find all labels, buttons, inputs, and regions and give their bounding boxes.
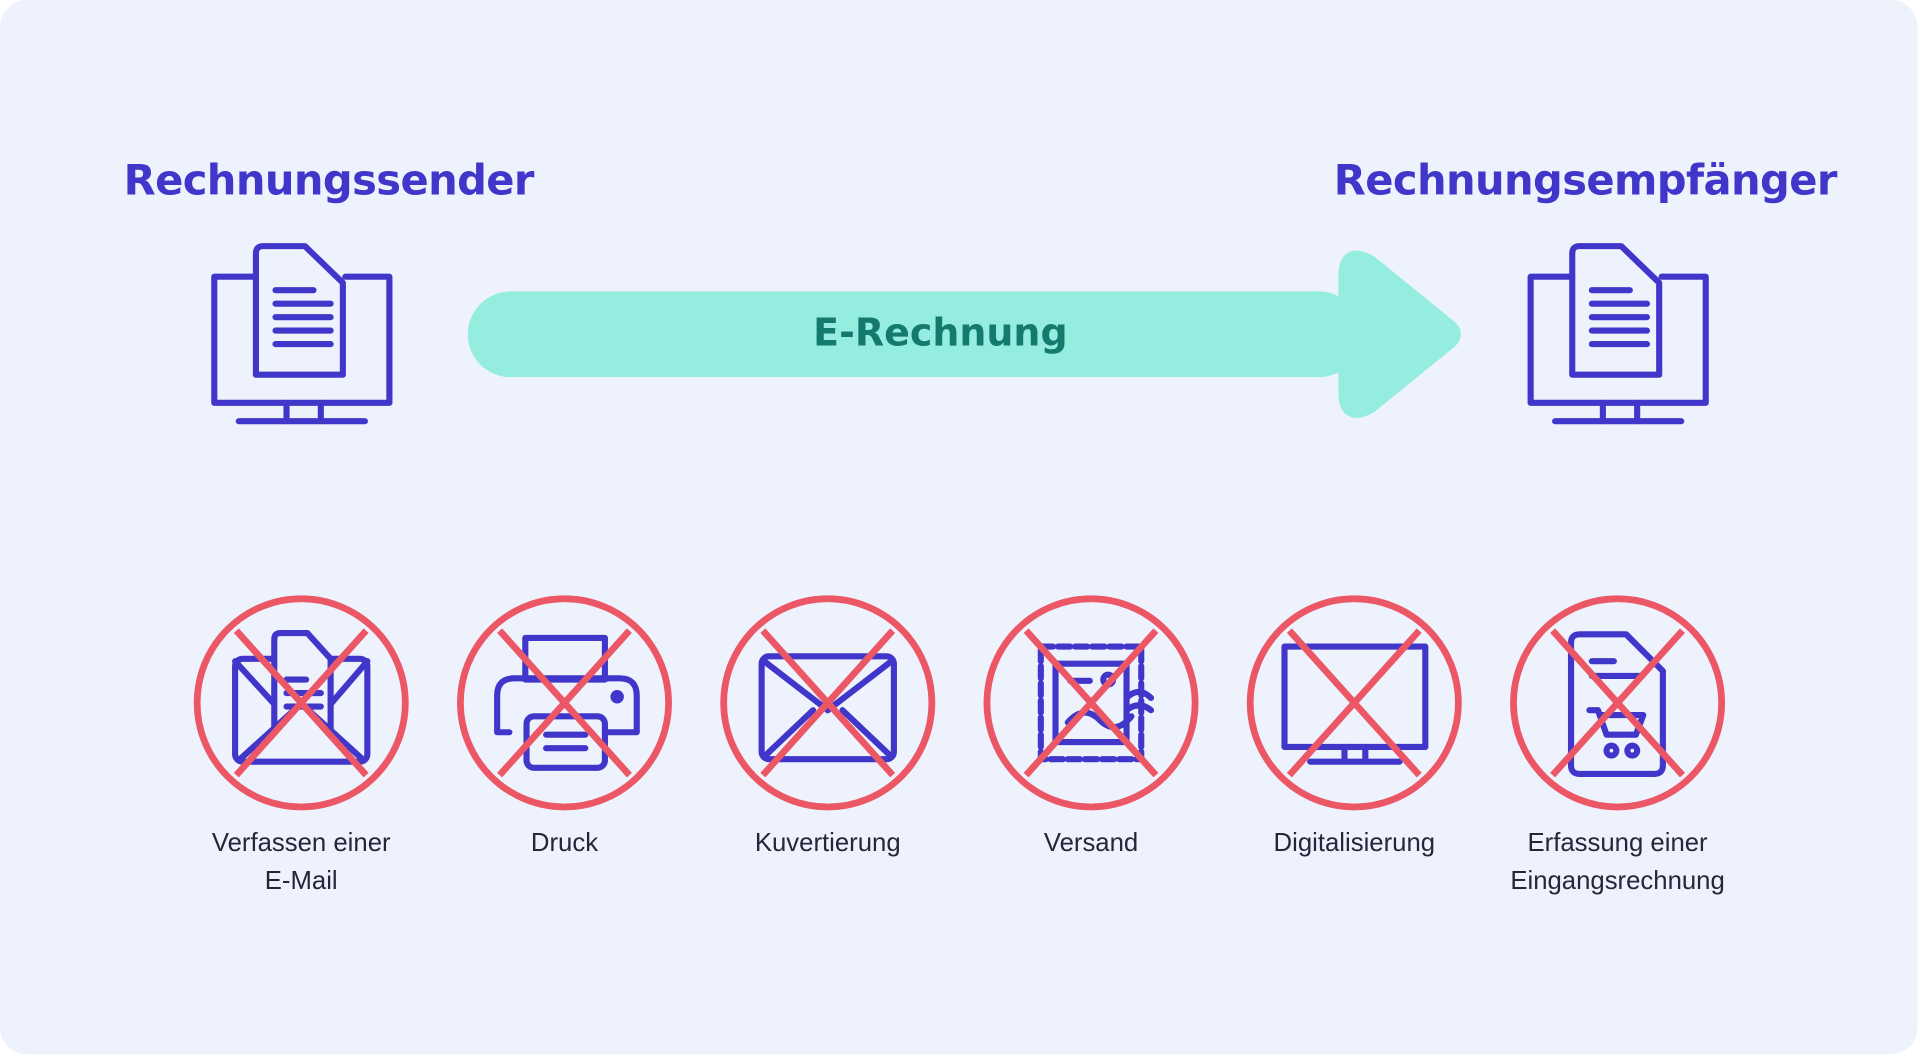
step-label: Druck	[418, 824, 712, 862]
step-label-line: Druck	[530, 828, 599, 858]
step-label-line: Versand	[1043, 828, 1139, 858]
prohibited-icon	[983, 595, 1199, 811]
monitor-icon	[1281, 643, 1429, 765]
step-label: Digitalisierung	[1207, 824, 1501, 862]
prohibited-icon	[193, 595, 409, 811]
receiver-title: Rechnungsempfänger	[1333, 156, 1838, 206]
invoice-cart-icon	[1567, 631, 1666, 777]
step-label-line: Verfassen einer	[211, 828, 391, 858]
prohibited-icon	[1510, 595, 1726, 811]
sender-monitor-document-icon	[214, 246, 389, 421]
step-label-line: Kuvertierung	[754, 828, 901, 858]
prohibited-icon	[457, 595, 672, 811]
prohibition-marks	[193, 595, 1726, 811]
prohibited-icon	[720, 595, 936, 811]
step-label: Versand	[944, 824, 1238, 862]
prohibited-icon	[1246, 595, 1462, 811]
envelope-icon	[758, 653, 897, 763]
step-label-line: Eingangsrechnung	[1510, 866, 1725, 896]
step-label-line: E-Mail	[264, 866, 338, 896]
arrow-label: E-Rechnung	[813, 311, 1068, 356]
e-invoice-arrow	[467, 250, 1461, 418]
step-label: Kuvertierung	[681, 824, 975, 862]
step-label-line: Digitalisierung	[1273, 828, 1436, 858]
step-label-line: Erfassung einer	[1527, 828, 1708, 858]
receiver-monitor-document-icon	[1531, 246, 1706, 421]
sender-title: Rechnungssender	[123, 156, 535, 206]
